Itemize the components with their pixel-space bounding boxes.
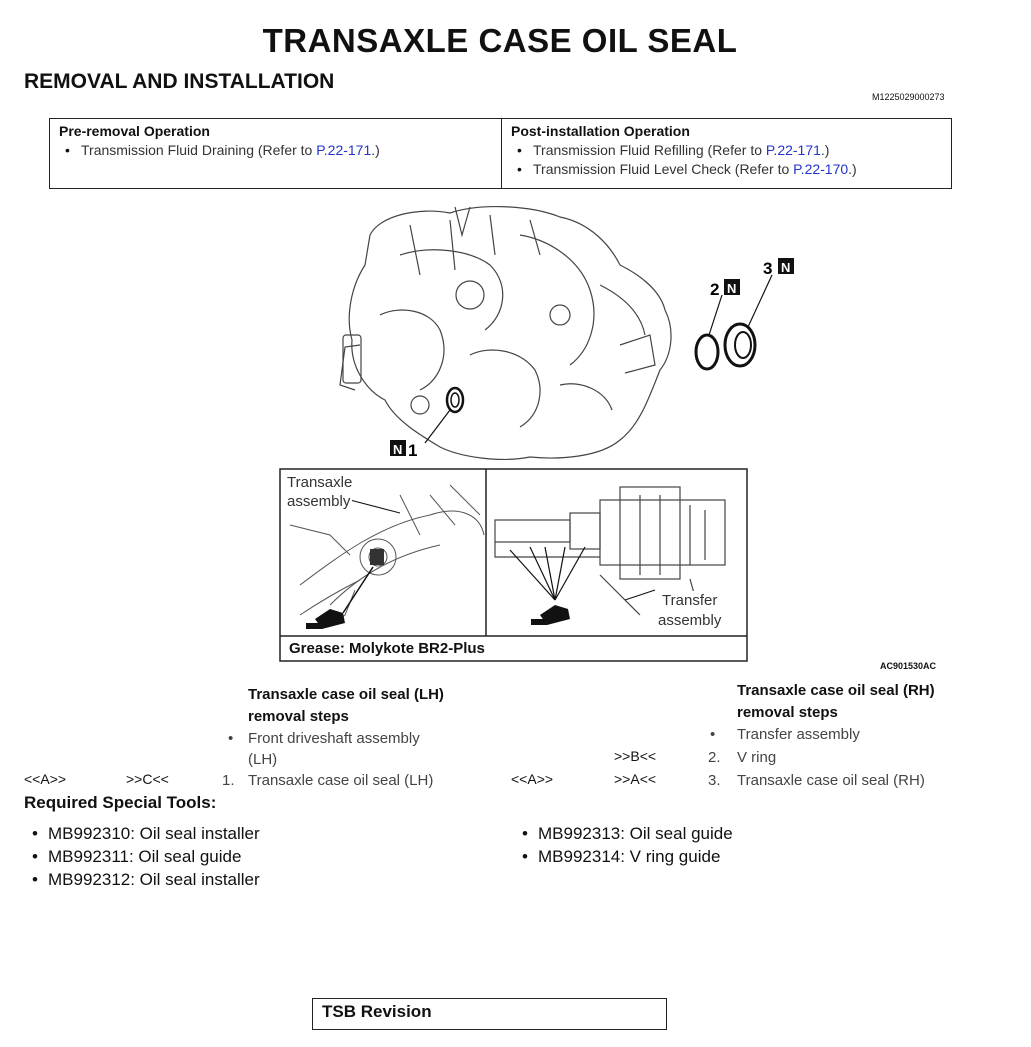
tools-list-right: MB992313: Oil seal guide MB992314: V rin… (520, 822, 733, 868)
post-installation-item: Transmission Fluid Level Check (Refer to… (511, 160, 942, 179)
post-installation-item-suffix: .) (820, 142, 830, 158)
operations-table: Pre-removal Operation Transmission Fluid… (49, 118, 952, 189)
grease-gun-icon (531, 605, 570, 625)
removal-ref-a: <<A>> (511, 771, 554, 787)
tools-list-left: MB992310: Oil seal installer MB992311: O… (30, 822, 260, 891)
rh-bullet-item: Transfer assembly (737, 726, 860, 743)
rh-step-2-text: V ring (737, 749, 777, 766)
grease-label: Grease: Molykote BR2-Plus (289, 640, 485, 657)
lh-step-1-text: Transaxle case oil seal (LH) (248, 772, 434, 789)
nonreusable-badge (724, 279, 740, 295)
transfer-assembly-label: Transfer assembly (658, 591, 722, 631)
lh-oil-seal (445, 386, 465, 414)
grease-gun-icon (306, 609, 345, 629)
pre-removal-cell: Pre-removal Operation Transmission Fluid… (50, 119, 502, 188)
post-installation-item-suffix: .) (848, 161, 857, 177)
lh-steps-title: Transaxle case oil seal (LH) removal ste… (248, 686, 444, 725)
nonreusable-badge (390, 440, 406, 456)
tools-heading: Required Special Tools: (24, 793, 217, 812)
rh-steps-title: Transaxle case oil seal (RH) removal ste… (737, 682, 935, 721)
page-reference-link[interactable]: P.22-171 (316, 142, 372, 158)
step-number: 2. (708, 749, 721, 766)
lh-bullet-item: Front driveshaft assembly (LH) (248, 730, 420, 768)
post-installation-item: Transmission Fluid Refilling (Refer to P… (511, 141, 942, 160)
grease-point (370, 549, 384, 565)
step-number: 3. (708, 772, 721, 789)
tool-item: MB992313: Oil seal guide (520, 822, 733, 845)
tool-item: MB992310: Oil seal installer (30, 822, 260, 845)
install-ref-b: >>B<< (614, 748, 657, 764)
tool-item: MB992314: V ring guide (520, 845, 733, 868)
tool-item: MB992311: Oil seal guide (30, 845, 260, 868)
page-title: TRANSAXLE CASE OIL SEAL (262, 22, 738, 59)
document-id: M1225029000273 (872, 92, 945, 102)
transaxle-drawing (339, 206, 672, 460)
transaxle-assembly-label: Transaxle assembly (287, 473, 353, 511)
transaxle-illustration: 2 N 3 N N 1 (279, 206, 794, 662)
removal-ref-a: <<A>> (24, 771, 67, 787)
nonreusable-badge-label: N (393, 442, 402, 457)
step-number: 1. (222, 772, 235, 789)
callout-1: 1 (408, 441, 417, 460)
install-ref-c: >>C<< (126, 771, 169, 787)
figure-code: AC901530AC (880, 661, 937, 671)
post-installation-item-text: Transmission Fluid Refilling (Refer to (533, 142, 766, 158)
page-reference-link[interactable]: P.22-170 (793, 161, 849, 177)
bullet-marker: • (228, 730, 234, 747)
nonreusable-badge (778, 258, 794, 274)
v-ring (694, 333, 720, 371)
nonreusable-badge-label: N (781, 260, 790, 275)
pre-removal-item: Transmission Fluid Draining (Refer to P.… (59, 141, 492, 160)
callout-2: 2 (710, 280, 719, 299)
post-installation-heading: Post-installation Operation (511, 123, 690, 139)
page-reference-link[interactable]: P.22-171 (765, 142, 821, 158)
post-installation-cell: Post-installation Operation Transmission… (502, 119, 951, 188)
install-ref-a: >>A<< (614, 771, 657, 787)
pre-removal-item-suffix: .) (371, 142, 380, 158)
nonreusable-badge-label: N (727, 281, 736, 296)
pre-removal-item-text: Transmission Fluid Draining (Refer to (81, 142, 317, 158)
tsb-revision-box: TSB Revision (312, 998, 667, 1030)
rh-step-3-text: Transaxle case oil seal (RH) (737, 772, 925, 789)
pre-removal-heading: Pre-removal Operation (59, 123, 210, 139)
callout-3: 3 (763, 259, 772, 278)
section-subtitle: REMOVAL AND INSTALLATION (24, 70, 335, 93)
tool-item: MB992312: Oil seal installer (30, 868, 260, 891)
post-installation-item-text: Transmission Fluid Level Check (Refer to (533, 161, 794, 177)
bullet-marker: • (710, 726, 716, 743)
